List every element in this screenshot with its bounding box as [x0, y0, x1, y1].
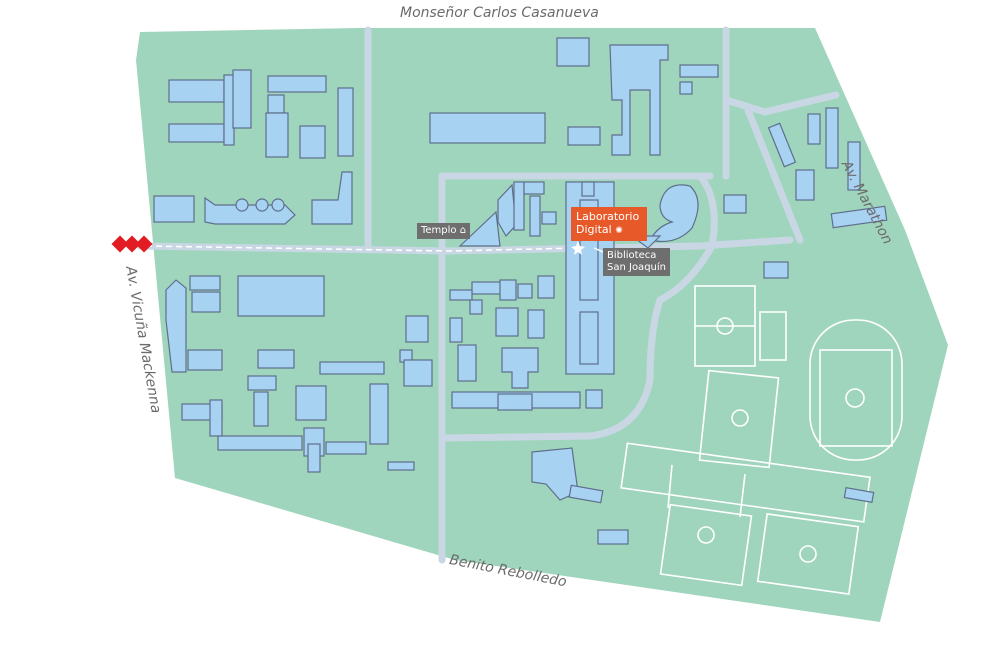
buildings-southcentre [531, 261, 789, 545]
route-star-icon [571, 241, 585, 255]
laboratorio-digital-label[interactable]: Laboratorio Digital ✺ [571, 207, 647, 241]
templo-label[interactable]: Templo ⌂ [417, 223, 471, 239]
buildings-southwest [165, 275, 433, 473]
sports-fields [620, 285, 903, 595]
buildings-northcentre [429, 37, 719, 156]
templo-label-text: Templo [421, 225, 457, 236]
biblioteca-label-line1: Biblioteca [607, 250, 657, 261]
biblioteca-label-line2: San Joaquín [607, 262, 666, 273]
laboratorio-label-line2: Digital [576, 223, 612, 236]
library-pointer [593, 247, 604, 253]
buildings-northwest [153, 69, 354, 225]
street-north: Monseñor Carlos Casanueva [400, 5, 599, 21]
dots-icon: ✺ [615, 226, 623, 236]
buildings-northeast [723, 107, 888, 229]
biblioteca-san-joaquin-label[interactable]: Biblioteca San Joaquín [603, 248, 670, 276]
laboratorio-label-line1: Laboratorio [576, 210, 640, 223]
house-icon: ⌂ [459, 225, 467, 236]
entrance-diamond-markers-icon [111, 235, 153, 253]
